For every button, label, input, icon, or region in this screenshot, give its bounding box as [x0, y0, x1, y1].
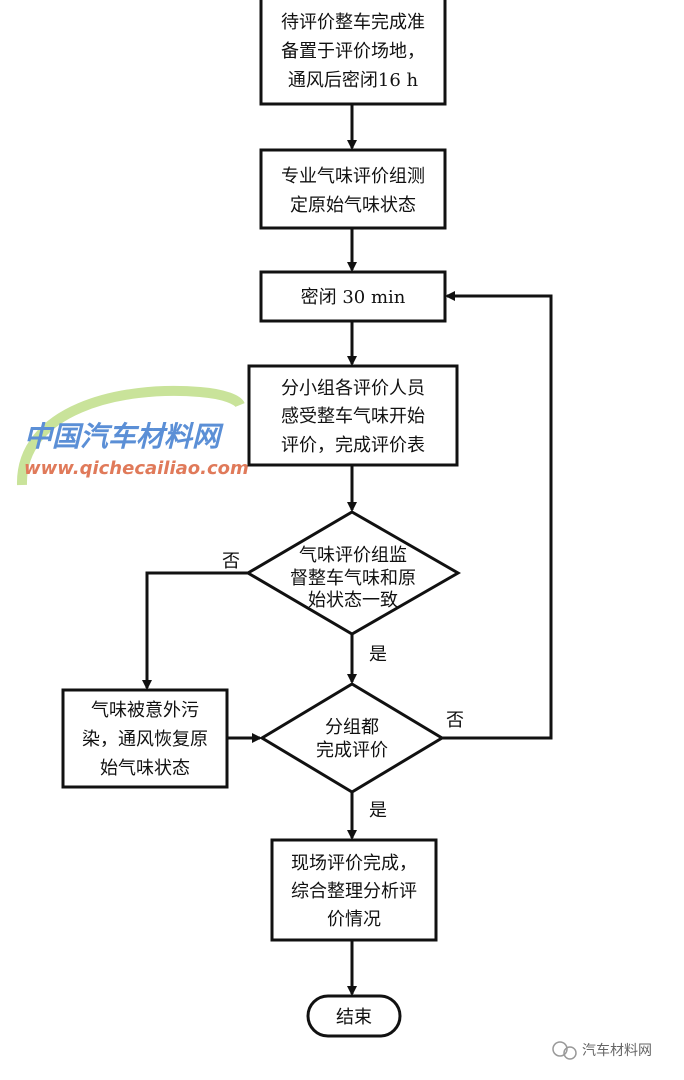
start-line-3: 通风后密闭16 h [288, 70, 419, 91]
evaluate-line-1: 分小组各评价人员 [281, 378, 425, 399]
evaluate-line-2: 感受整车气味开始 [281, 406, 425, 427]
baseline-line-2: 定原始气味状态 [290, 195, 416, 216]
check-line-3: 始状态一致 [308, 590, 398, 611]
end-label: 结束 [336, 1007, 372, 1028]
watermark-title: 中国汽车材料网 [24, 420, 224, 453]
wechat-icon [552, 1041, 568, 1057]
logo-text: 汽车材料网 [582, 1042, 652, 1059]
baseline-line-1: 专业气味评价组测 [281, 166, 425, 187]
all-done-line-2: 完成评价 [316, 740, 388, 761]
start-line-1: 待评价整车完成准 [281, 12, 425, 33]
evaluate-line-3: 评价，完成评价表 [281, 435, 425, 456]
baseline-box [259, 148, 447, 230]
finish-line-3: 价情况 [327, 909, 381, 930]
brand-logo: 汽车材料网 [552, 1041, 652, 1060]
finish-line-1: 现场评价完成， [291, 853, 417, 874]
all-done-line-1: 分组都 [325, 717, 379, 738]
seal-label: 密闭 30 min [301, 287, 406, 308]
no-label-2: 否 [446, 710, 464, 731]
check-line-2: 督整车气味和原 [290, 568, 416, 589]
yes-label-2: 是 [369, 800, 387, 821]
watermark-url: www.qichecailiao.com [24, 458, 249, 479]
end-terminal [306, 994, 402, 1038]
restore-line-2: 染，通风恢复原 [82, 729, 208, 750]
finish-line-2: 综合整理分析评 [291, 881, 417, 902]
connectors [142, 104, 553, 996]
yes-label-1: 是 [369, 644, 387, 665]
start-line-2: 备置于评价场地， [281, 41, 425, 62]
no-label-1: 否 [222, 551, 240, 572]
restore-line-3: 始气味状态 [100, 758, 190, 779]
check-line-1: 气味评价组监 [299, 545, 407, 566]
watermark: 中国汽车材料网 www.qichecailiao.com [16, 385, 249, 486]
finish-box [270, 838, 438, 942]
restore-line-1: 气味被意外污 [91, 700, 199, 721]
all-done-diamond [259, 682, 445, 794]
